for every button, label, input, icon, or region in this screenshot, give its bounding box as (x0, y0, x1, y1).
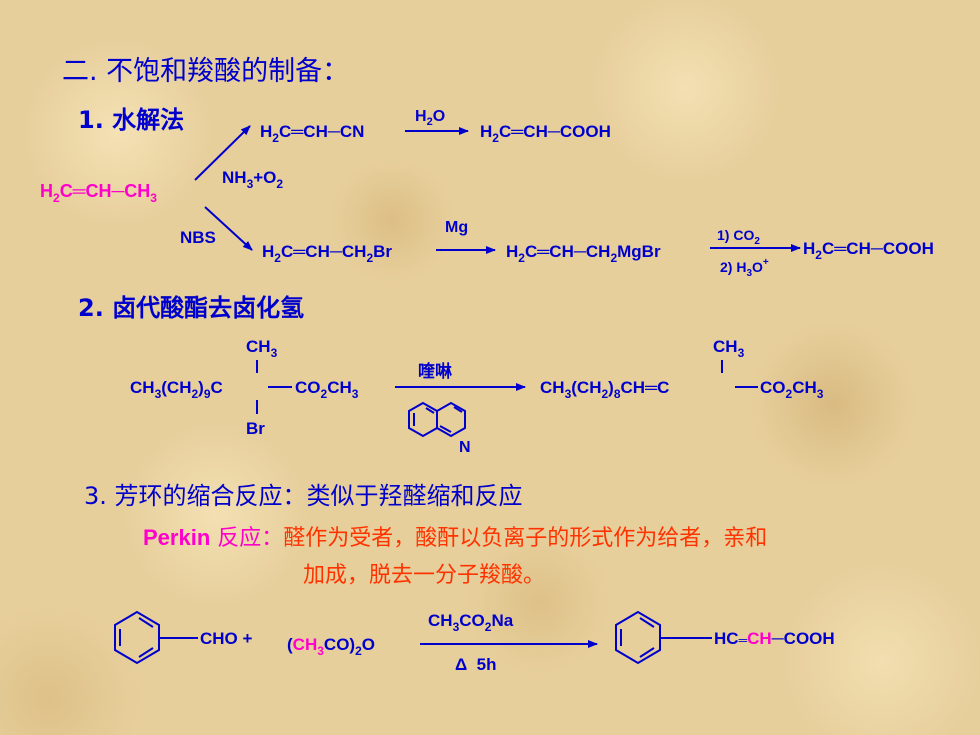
cinnamic-ring (615, 610, 712, 665)
acrylic-acid-lower: H2C═CH─COOH (803, 239, 934, 262)
lower-branch-arrow (204, 206, 253, 251)
nbs-reagent: NBS (180, 228, 216, 247)
bromine-label: Br (246, 419, 265, 438)
mg-reagent: Mg (445, 219, 468, 236)
allyl-bromide-formula: H2C═CH─CH2Br (262, 242, 392, 265)
acetic-anhydride: (CH3CO)2O (287, 635, 375, 658)
propene-formula: H2C═CH─CH3 (40, 181, 157, 205)
reactant-ester: CO2CH3 (295, 378, 359, 401)
perkin-line2: 加成，脱去一分子羧酸。 (303, 563, 545, 588)
acid-workup-step: 2) H3O+ (720, 257, 769, 279)
benzaldehyde-ring (114, 610, 198, 665)
grignard-formula: H2C═CH─CH2MgBr (506, 242, 661, 265)
acrylonitrile-formula: H2C═CH─CN (260, 122, 364, 145)
quinoline-n: N (459, 439, 471, 456)
reactant-ch3-top: CH3 (246, 337, 278, 360)
perkin-line1: Perkin 反应：醛作为受者，酸酐以负离子的形式作为给者，亲和 (143, 525, 767, 551)
cho-plus: CHO + (200, 629, 253, 648)
acrylic-acid-upper: H2C═CH─COOH (480, 122, 611, 145)
section2-heading: 2. 卤代酸酯去卤化氢 (78, 294, 304, 322)
unsaturated-ester-formula: CH3(CH2)8CH═C (540, 378, 669, 401)
page-title: 二. 不饱和羧酸的制备： (62, 56, 349, 87)
cinnamic-acid-chain: HC═CH─COOH (714, 629, 835, 648)
co2-step: 1) CO2 (717, 227, 760, 247)
product-ch3-top: CH3 (713, 337, 745, 360)
section3-heading: 3. 芳环的缩合反应：类似于羟醛缩和反应 (84, 482, 523, 510)
bromo-ester-formula: CH3(CH2)9C (130, 378, 223, 401)
section1-heading: 1. 水解法 (78, 106, 184, 134)
h2o-reagent: H2O (415, 108, 445, 128)
conditions: Δ 5h (455, 655, 497, 674)
product-ester: CO2CH3 (760, 378, 824, 401)
quinoline-label: 喹啉 (418, 361, 452, 382)
upper-branch-arrow (194, 125, 251, 181)
quinoline-structure (408, 401, 466, 438)
sodium-acetate: CH3CO2Na (428, 611, 514, 634)
ammoxidation-reagent: NH3+O2 (222, 168, 283, 191)
